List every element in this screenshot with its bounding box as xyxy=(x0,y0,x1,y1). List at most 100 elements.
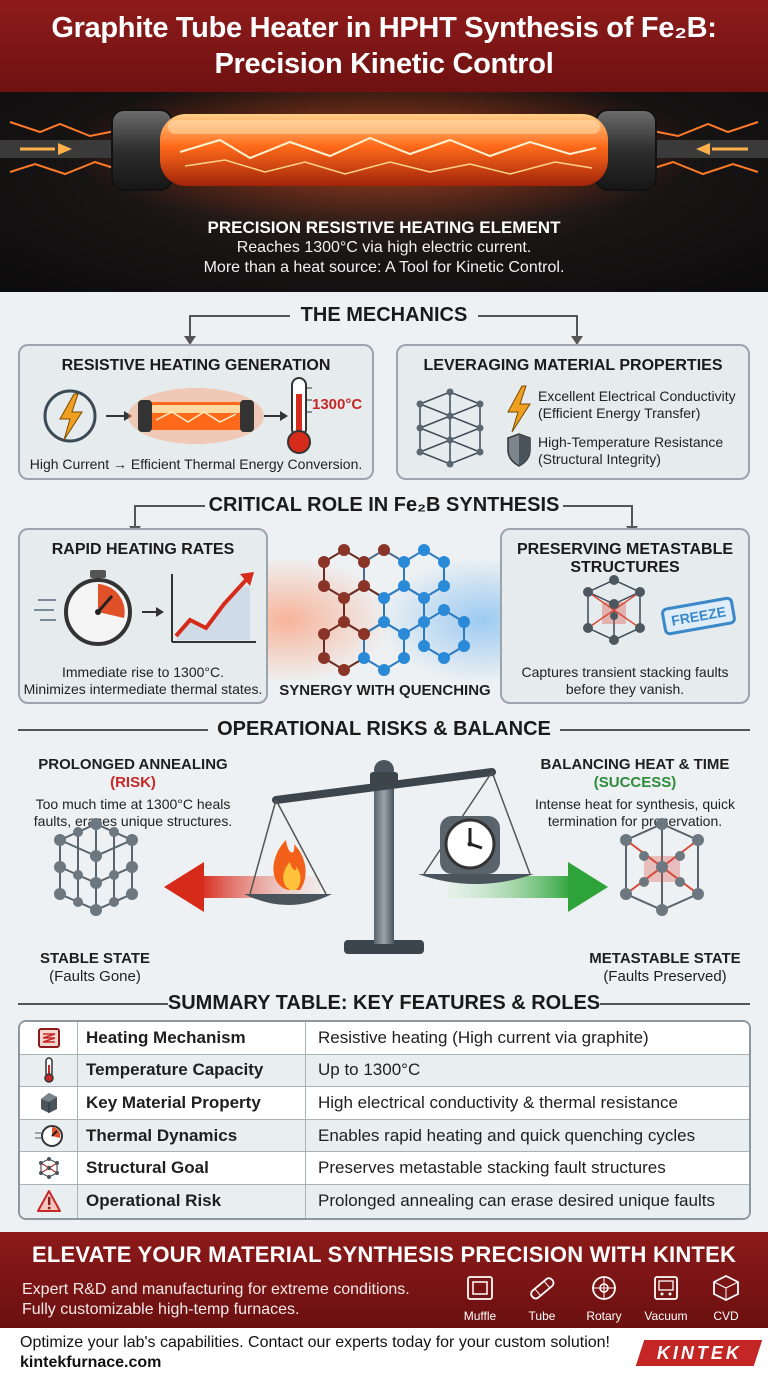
heat-resistance-sub: (Structural Integrity) xyxy=(538,451,661,467)
risks-section-header: OPERATIONAL RISKS & BALANCE xyxy=(0,714,768,744)
material-properties-diagram xyxy=(416,385,531,468)
summary-table: Heating Mechanism Resistive heating (Hig… xyxy=(18,1020,751,1220)
down-arrow-icon xyxy=(571,336,583,345)
success-title: BALANCING HEAT & TIME (SUCCESS) xyxy=(520,756,750,792)
fire-icon xyxy=(273,840,306,890)
connector-line xyxy=(190,315,290,317)
product-cvd[interactable]: CVD xyxy=(698,1274,754,1323)
feature-cell: Heating Mechanism xyxy=(78,1022,306,1054)
stable-state-title: STABLE STATE xyxy=(40,950,150,967)
muffle-furnace-icon xyxy=(467,1276,493,1300)
metastable-state-sub: (Faults Preserved) xyxy=(603,968,727,985)
divider-line xyxy=(18,1003,168,1005)
fe2b-crystal-structure-icon xyxy=(318,544,470,676)
cvd-furnace-icon xyxy=(713,1274,739,1302)
connector-line xyxy=(134,505,136,529)
mechanics-heading: THE MECHANICS xyxy=(300,304,468,326)
temperature-label: 1300°C xyxy=(312,396,363,413)
stable-state-sub: (Faults Gone) xyxy=(49,968,141,985)
table-row: Operational Risk Prolonged annealing can… xyxy=(20,1184,749,1218)
hero-line-2: More than a heat source: A Tool for Kine… xyxy=(203,259,565,276)
heater-coil-icon xyxy=(20,1022,78,1054)
success-tag: (SUCCESS) xyxy=(593,774,677,791)
preserving-title-1: PRESERVING METASTABLE xyxy=(516,541,734,558)
connector-line xyxy=(189,315,191,339)
risk-desc-2: faults, erases unique structures. xyxy=(33,813,233,829)
logo-text: KINTEK xyxy=(656,1342,742,1363)
conductivity-sub: (Efficient Energy Transfer) xyxy=(538,405,701,421)
risks-heading: OPERATIONAL RISKS & BALANCE xyxy=(217,718,551,740)
success-desc-2: termination for preservation. xyxy=(547,813,723,829)
product-vacuum[interactable]: Vacuum xyxy=(638,1274,694,1323)
hero-text-block: PRECISION RESISTIVE HEATING ELEMENT Reac… xyxy=(0,218,768,278)
critical-role-section-header: CRITICAL ROLE IN Fe₂B SYNTHESIS xyxy=(0,490,768,529)
table-row: Heating Mechanism Resistive heating (Hig… xyxy=(20,1022,749,1055)
right-arrow-icon xyxy=(264,411,288,421)
scale-icon xyxy=(244,760,534,954)
lightning-icon xyxy=(507,385,531,433)
cta-title: ELEVATE YOUR MATERIAL SYNTHESIS PRECISIO… xyxy=(31,1242,737,1267)
stopwatch-icon xyxy=(34,570,132,646)
synergy-label: SYNERGY WITH QUENCHING xyxy=(279,682,491,699)
rapid-heating-title: RAPID HEATING RATES xyxy=(51,541,235,558)
metastable-state-lattice-icon xyxy=(620,818,704,916)
role-cell: Preserves metastable stacking fault stru… xyxy=(318,1158,666,1178)
resistive-heating-title: RESISTIVE HEATING GENERATION xyxy=(61,357,331,374)
rapid-heating-panel: RAPID HEATING RATES Immediate rise to 13… xyxy=(18,528,268,704)
right-arrow-icon xyxy=(106,411,132,421)
conductivity-title: Excellent Electrical Conductivity xyxy=(538,388,736,404)
product-rotary[interactable]: Rotary xyxy=(576,1274,632,1323)
product-label: CVD xyxy=(713,1309,739,1323)
divider-line xyxy=(560,729,750,731)
stable-lattice-icon xyxy=(54,818,138,916)
product-label: Vacuum xyxy=(644,1309,688,1323)
feature-cell: Thermal Dynamics xyxy=(78,1119,306,1152)
speed-gauge-icon xyxy=(20,1119,78,1152)
material-properties-title: LEVERAGING MATERIAL PROPERTIES xyxy=(423,357,723,374)
role-cell: High electrical conductivity & thermal r… xyxy=(318,1092,678,1112)
product-tube[interactable]: Tube xyxy=(514,1274,570,1323)
feature-cell: Key Material Property xyxy=(78,1087,306,1119)
lattice-icon xyxy=(20,1152,78,1184)
footer: Optimize your lab's capabilities. Contac… xyxy=(0,1328,768,1376)
risk-title: PROLONGED ANNEALING (RISK) xyxy=(18,756,248,792)
product-muffle[interactable]: Muffle xyxy=(452,1274,508,1323)
heat-resistance-title: High-Temperature Resistance xyxy=(538,434,724,450)
role-cell: Up to 1300°C xyxy=(318,1060,421,1080)
feature-cell: Structural Goal xyxy=(78,1152,306,1184)
right-arrow-icon xyxy=(142,607,164,617)
risk-desc-1: Too much time at 1300°C heals xyxy=(35,796,231,812)
website-link[interactable]: kintekfurnace.com xyxy=(20,1354,162,1371)
glowing-graphite-tube-icon xyxy=(0,92,768,230)
tube-furnace-icon xyxy=(530,1277,555,1300)
balance-scale-diagram xyxy=(54,760,704,954)
table-row: Temperature Capacity Up to 1300°C xyxy=(20,1054,749,1088)
kintek-logo[interactable]: KINTEK xyxy=(635,1340,763,1366)
resistive-heating-panel: RESISTIVE HEATING GENERATION xyxy=(18,344,374,480)
mechanics-section-header: THE MECHANICS xyxy=(0,300,768,339)
product-label: Muffle xyxy=(463,1309,497,1323)
lightning-icon xyxy=(43,389,97,443)
summary-section-header: SUMMARY TABLE: KEY FEATURES & ROLES xyxy=(0,988,768,1018)
warning-icon xyxy=(20,1184,78,1218)
connector-line xyxy=(576,315,578,339)
shield-icon xyxy=(507,433,531,467)
success-description: Intense heat for synthesis, quick termin… xyxy=(520,796,750,830)
role-cell: Resistive heating (High current via grap… xyxy=(318,1027,649,1047)
hero-heading: PRECISION RESISTIVE HEATING ELEMENT xyxy=(207,218,561,237)
rapid-heating-caption: Immediate rise to 1300°C. Minimizes inte… xyxy=(20,664,266,698)
product-label: Rotary xyxy=(586,1309,622,1323)
connector-line xyxy=(478,315,578,317)
connector-line xyxy=(563,505,633,507)
rapid-heating-diagram xyxy=(34,570,256,646)
graphite-lattice-icon xyxy=(416,388,484,468)
clock-icon xyxy=(440,816,500,874)
graphite-block-icon xyxy=(20,1087,78,1119)
preserving-caption: Captures transient stacking faults befor… xyxy=(502,664,748,698)
preserving-caption-1: Captures transient stacking faults xyxy=(521,664,729,680)
table-row: Key Material Property High electrical co… xyxy=(20,1087,749,1120)
role-cell: Prolonged annealing can erase desired un… xyxy=(318,1191,715,1211)
heater-tube-icon xyxy=(128,388,264,444)
preserving-caption-2: before they vanish. xyxy=(565,681,685,697)
rising-chart-icon xyxy=(171,572,256,643)
